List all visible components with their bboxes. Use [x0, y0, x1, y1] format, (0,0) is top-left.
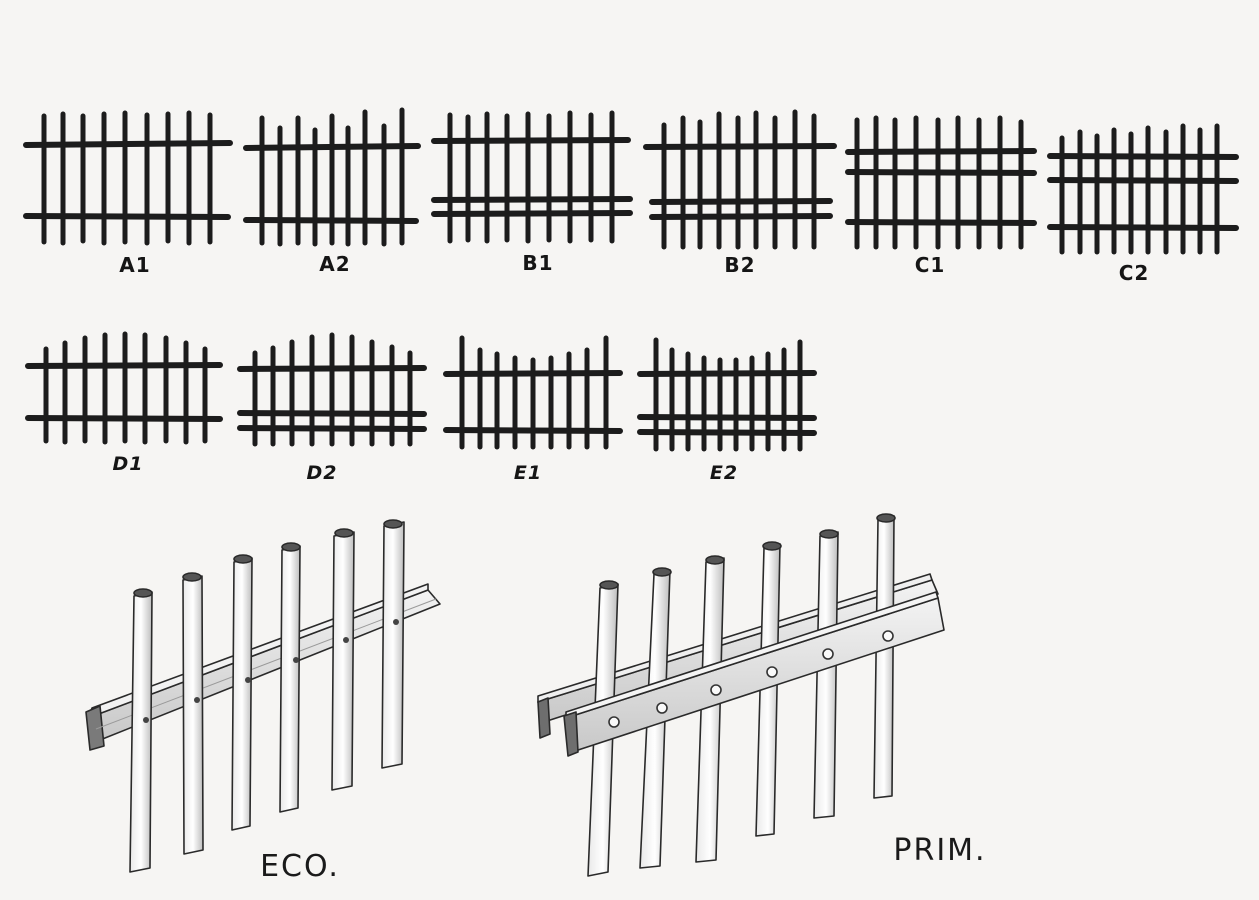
- eco-posts: [129, 519, 405, 873]
- prim-label: PRIM.: [893, 833, 986, 868]
- fence-style-label: A2: [319, 252, 350, 276]
- eco-detail-drawing: ECO.: [85, 519, 441, 884]
- fence-style-a2: A2: [243, 107, 421, 276]
- fence-style-e1: E1: [443, 335, 623, 484]
- fence-style-label: D1: [113, 453, 144, 475]
- fence-style-c1: C1: [845, 115, 1037, 277]
- fence-style-label: A1: [119, 253, 150, 277]
- fence-style-label: B2: [724, 253, 755, 277]
- fence-style-e2: E2: [637, 337, 817, 484]
- prim-posts: [587, 513, 896, 877]
- fence-style-label: C2: [1119, 261, 1150, 285]
- eco-label: ECO.: [260, 849, 340, 884]
- fence-style-c2: C2: [1047, 123, 1239, 285]
- fence-style-label: B1: [522, 251, 553, 275]
- prim-detail-drawing: PRIM.: [537, 513, 986, 877]
- eco-rail-end: [85, 705, 105, 751]
- fence-style-label: E2: [710, 462, 738, 484]
- fence-style-b1: B1: [431, 110, 633, 275]
- fence-style-label: E1: [514, 462, 542, 484]
- fence-style-d1: D1: [25, 331, 223, 475]
- fence-style-label: C1: [915, 253, 946, 277]
- fence-style-label: D2: [307, 462, 338, 484]
- fence-style-a1: A1: [23, 110, 233, 277]
- fence-style-d2: D2: [237, 332, 427, 484]
- fence-style-b2: B2: [643, 109, 837, 277]
